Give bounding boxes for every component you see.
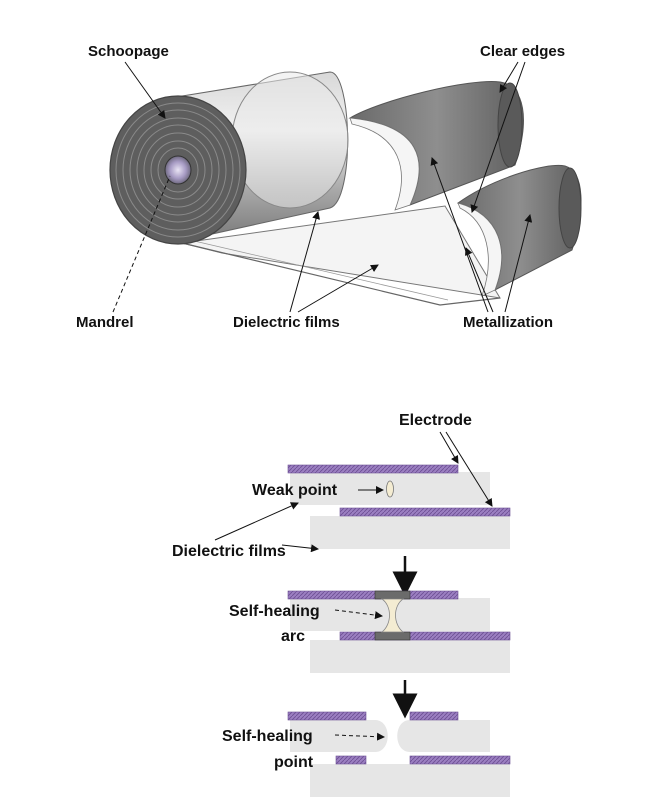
stage-weak-point	[287, 464, 511, 549]
electrode-1a	[287, 464, 459, 474]
metallized-sheet-middle	[348, 81, 524, 211]
weak-point-marker	[386, 480, 394, 498]
wound-capacitor-illustration	[109, 71, 582, 306]
roll-front-face	[109, 95, 247, 245]
label-weak-point: Weak point	[252, 482, 338, 499]
dielectric-film-3b	[310, 764, 510, 797]
label-self-healing-arc-1: Self-healing	[229, 603, 320, 620]
roll-end-transparent	[231, 71, 349, 209]
electrode-3a-left	[287, 711, 367, 721]
label-electrode: Electrode	[399, 412, 472, 429]
label-clear-edges: Clear edges	[480, 43, 565, 60]
self-healing-arc-shape	[380, 598, 405, 633]
electrode-3b-left	[335, 755, 367, 765]
label-self-healing-point-2: point	[274, 754, 314, 771]
electrode-2b	[339, 631, 511, 641]
electrode-2b-burn	[374, 631, 411, 641]
electrode-2a-burn	[374, 590, 411, 600]
electrode-3b-right	[409, 755, 511, 765]
dielectric-film-1b	[310, 516, 510, 549]
label-self-healing-point-1: Self-healing	[222, 728, 313, 745]
bottom-leader-lines	[214, 431, 493, 741]
dielectric-film-sheet-edge	[181, 242, 501, 306]
metallized-sheet-right	[456, 164, 582, 297]
dielectric-film-3a	[290, 720, 388, 752]
mandrel-core	[164, 155, 192, 185]
label-metallization: Metallization	[463, 314, 553, 331]
electrode-1b	[339, 507, 511, 517]
stage-self-healing-point	[287, 711, 511, 797]
top-leader-lines	[112, 61, 533, 313]
electrode-3a-right	[409, 711, 459, 721]
stage-self-healing-arc	[287, 590, 511, 673]
top-labels: Schoopage Clear edges Mandrel Dielectric…	[76, 43, 565, 331]
label-schoopage: Schoopage	[88, 43, 169, 60]
label-dielectric-films-bottom: Dielectric films	[172, 543, 286, 560]
bottom-labels: Electrode Weak point Dielectric films Se…	[172, 412, 472, 771]
electrode-2a	[287, 590, 459, 600]
label-mandrel: Mandrel	[76, 314, 134, 331]
label-self-healing-arc-2: arc	[281, 628, 305, 645]
label-dielectric-films-top: Dielectric films	[233, 314, 340, 331]
